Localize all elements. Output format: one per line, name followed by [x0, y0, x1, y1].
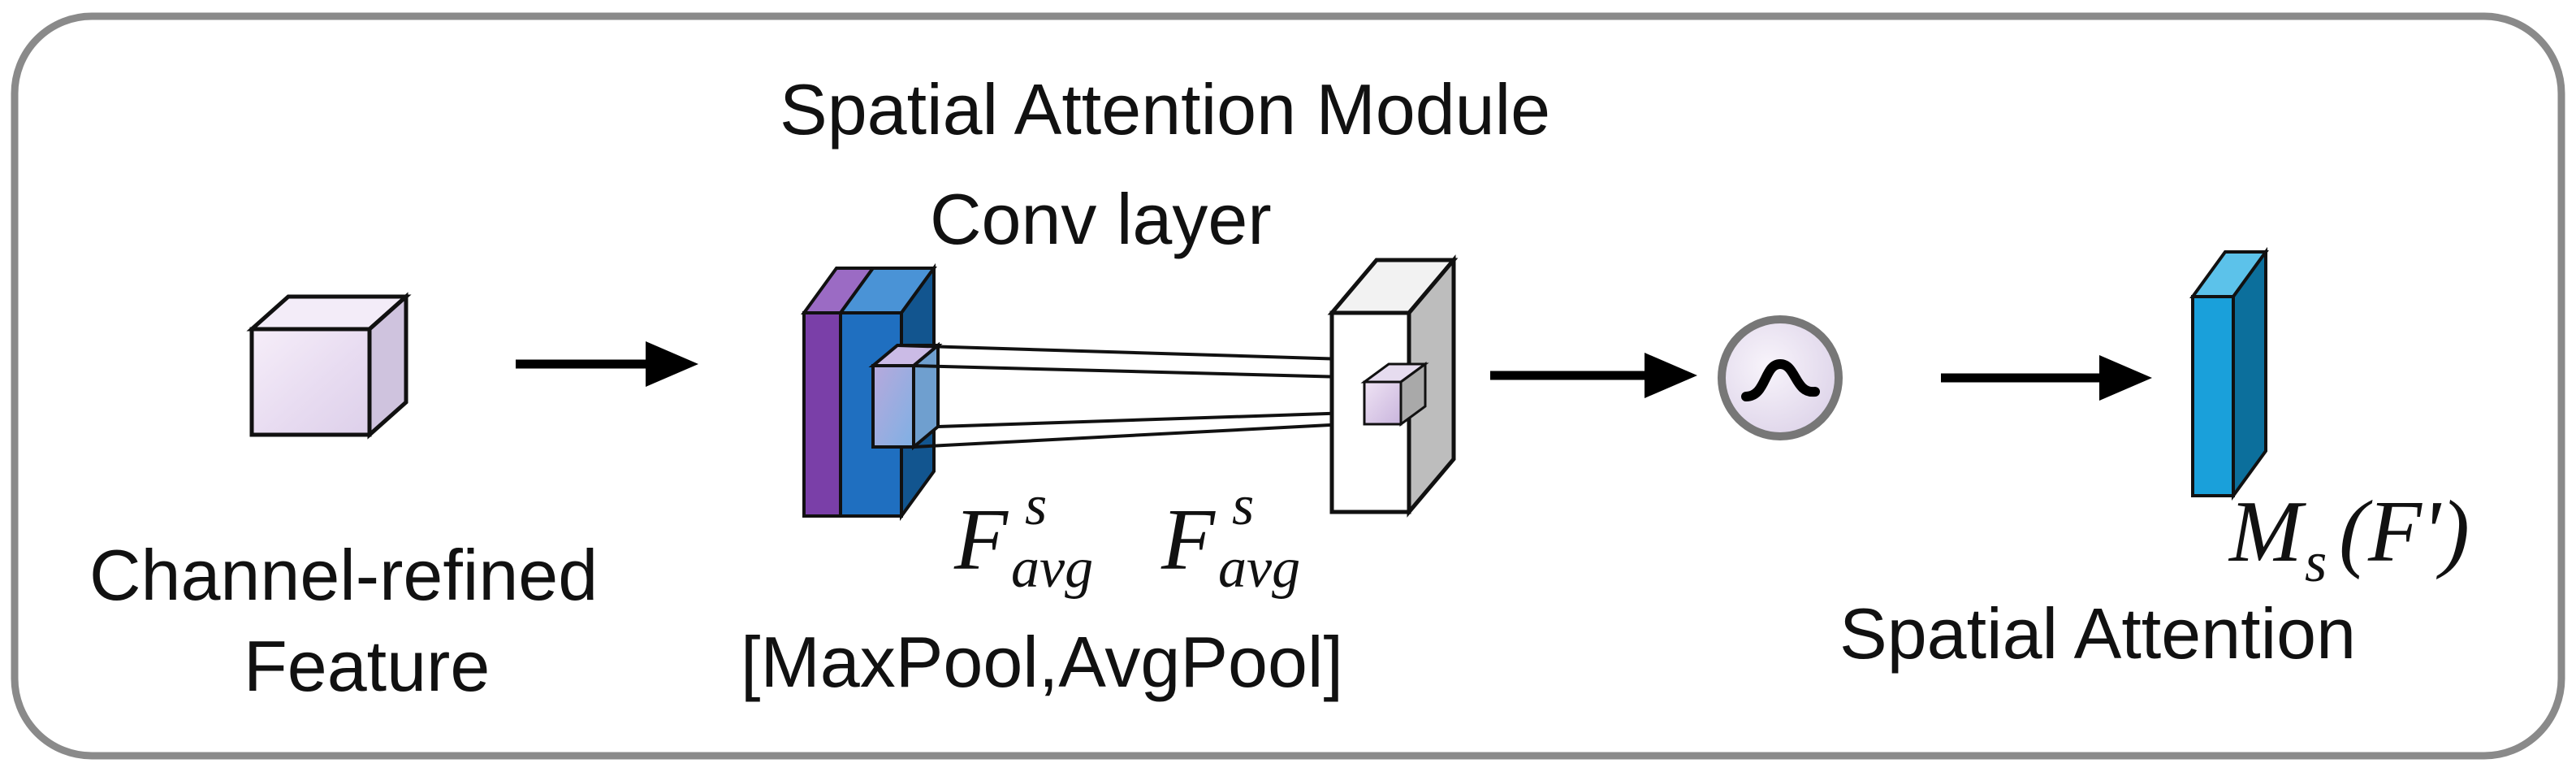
f-avg-second-base: F — [1160, 492, 1216, 588]
f-avg-first: F s avg — [953, 475, 1093, 600]
pool-label: [MaxPool,AvgPool] — [741, 622, 1343, 702]
f-avg-second: F s avg — [1160, 475, 1300, 600]
input-label-line2: Feature — [244, 626, 490, 706]
input-label-line1: Channel-refined — [89, 535, 598, 615]
f-avg-second-sup: s — [1232, 475, 1254, 537]
conv-output-map — [1327, 254, 1459, 518]
conv-layer-label: Conv layer — [930, 179, 1272, 259]
f-avg-second-sub: avg — [1218, 537, 1300, 600]
f-avg-first-sup: s — [1025, 475, 1047, 537]
output-label: Spatial Attention — [1839, 593, 2356, 674]
output-math-sub: s — [2305, 531, 2327, 594]
output-math-arg: (F') — [2339, 484, 2470, 580]
feature-cube-icon — [246, 292, 412, 440]
output-math: M s (F') — [2228, 484, 2470, 594]
conv-kernel-cube — [868, 341, 943, 451]
f-avg-first-sub: avg — [1011, 537, 1093, 600]
arrow-right-icon — [516, 341, 698, 387]
module-title: Spatial Attention Module — [780, 69, 1550, 150]
output-math-base: M — [2228, 484, 2306, 580]
sigmoid-icon — [1718, 315, 1843, 440]
f-avg-first-base: F — [953, 492, 1009, 588]
arrow-right-icon — [1941, 355, 2152, 401]
spatial-attention-map — [2189, 246, 2269, 501]
module-frame — [11, 12, 2565, 760]
arrow-right-icon — [1490, 353, 1697, 398]
